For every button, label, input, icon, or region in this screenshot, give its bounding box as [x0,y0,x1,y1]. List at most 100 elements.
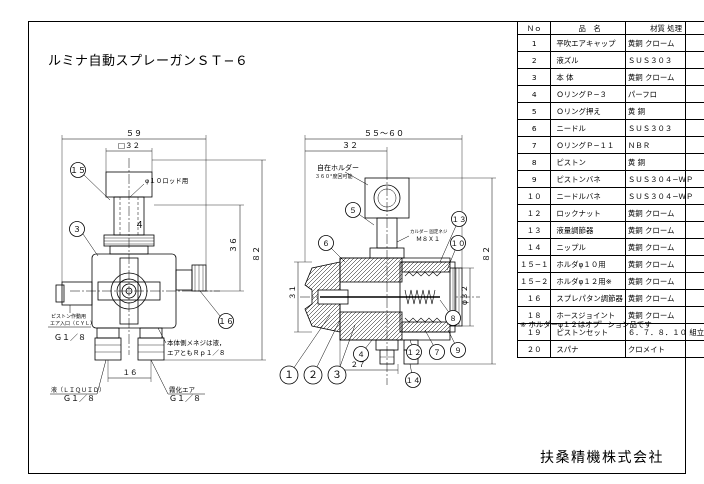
balloon-15-label: １５ [70,166,86,175]
atom-port-nut [137,337,165,361]
balloon-label: ６ [322,239,330,248]
section-cylinder-wall-top [401,261,451,273]
balloon-circle [450,235,466,251]
atom-leader [150,359,169,395]
liquid-port-nut [94,337,122,361]
pattern-adjuster [175,269,193,291]
balloon-16 [218,313,234,329]
cyl-port-nut [55,284,65,303]
balloon-circle [450,342,466,358]
balloon-label: ２ [308,370,318,381]
air-cap-ring-outer [110,272,148,310]
atom-label: 霧化エア [169,385,196,394]
balloon-leader [365,339,373,349]
section-body-hatch-bottom [339,311,403,341]
holder-label: 自在ホルダー [317,163,359,172]
balloon-leader [316,319,341,368]
dim-27: ２７ [351,360,366,369]
dim-phi32: φ３２ [460,285,469,305]
body-note-1: 本体側メネジは液， [167,338,226,347]
balloon-label: １ [284,370,294,381]
balloon-16-label: １６ [218,317,234,326]
dim-32s: ３２ [342,141,358,150]
dim-82s: ８２ [482,246,491,262]
port-cyl: Ｇ１／８ [54,333,86,342]
dim-4: ４ [135,221,144,231]
balloon-3-label: ３ [73,225,81,234]
balloon-3 [69,221,85,237]
nozzle-orifice [125,287,133,295]
section-piston-spring-lower [404,317,442,323]
dim-36: ３６ [229,237,238,253]
balloon-label: ４ [357,350,365,359]
front-view: ５９ □３２ φ１０ロッド用 ４ ３６ ８２ １６ ピストン作動用 エア入口（Ｃ… [48,129,266,403]
balloon-circle [303,365,323,385]
balloon-leader [409,339,412,345]
piston-label-1: ピストン作動用 [51,313,86,320]
balloon-label: ７ [433,348,441,357]
cyl-port-fitting [61,281,93,306]
dim-82: ８２ [252,246,261,262]
balloon-15 [70,162,86,178]
balloon-leader [439,225,457,263]
section-cylinder-wall-bottom [401,321,451,333]
balloon-leader [293,314,331,368]
dim-31: ３１ [288,285,297,300]
option-note: ※ ホルダーφ１２はオプ゜ション品です [520,320,652,329]
dim-59: ５９ [126,129,142,138]
balloon-leader [447,329,455,344]
port-liquid: Ｇ１／８ [63,394,95,403]
balloon-circle [405,372,421,388]
section-holder-bore-inner [377,188,397,208]
balloon-leader [331,248,346,263]
port-atom: Ｇ１／８ [169,394,201,403]
balloon-circle [429,344,445,360]
rotation-label: ３６０°度回可能 [315,173,353,180]
balloon-leader [83,174,111,201]
balloon-leader [199,290,221,317]
body-note-2: エアともＲｐ１／８ [167,349,225,357]
balloon-label: ５ [349,206,357,215]
balloon-circle [445,310,461,326]
dim-sq32: □３２ [118,141,140,150]
air-cap-ring [116,278,142,304]
balloon-label: ８ [449,314,457,323]
balloon-leader [82,233,99,257]
section-piston-spring [404,271,442,277]
air-cap-vertical [119,257,139,325]
part-no: ２０ [516,340,552,358]
part-material: クロメイト [624,340,704,358]
part-no: 4 [516,85,552,103]
balloon-leader [446,249,456,271]
section-needle-spring [404,289,436,305]
balloon-label: ９ [454,346,462,355]
piston-label-2: エア入口（ＣＹＬ） [50,321,95,327]
balloon-label: １２ [407,348,422,357]
balloon-circle [345,202,361,218]
holder-leader [344,171,369,186]
balloon-label: １４ [406,376,421,385]
liquid-leader [96,359,107,395]
balloon-circle [406,344,422,360]
drawing-title: ルミナ自動スプレーガンＳＴ−６ [48,54,249,69]
rod-leader [129,183,145,198]
balloon-leader [409,363,412,373]
thread-label-1: カルダー 固定ネジ [410,228,448,235]
balloon-circle [279,365,299,385]
section-body-hatch-top [339,257,403,283]
balloon-circle [318,235,334,251]
section-view: ５５〜６０ ３２ 自在ホルダー ３６０°度回可能 カルダー 固定ネジ Ｍ８Ｘ１ … [279,129,496,388]
